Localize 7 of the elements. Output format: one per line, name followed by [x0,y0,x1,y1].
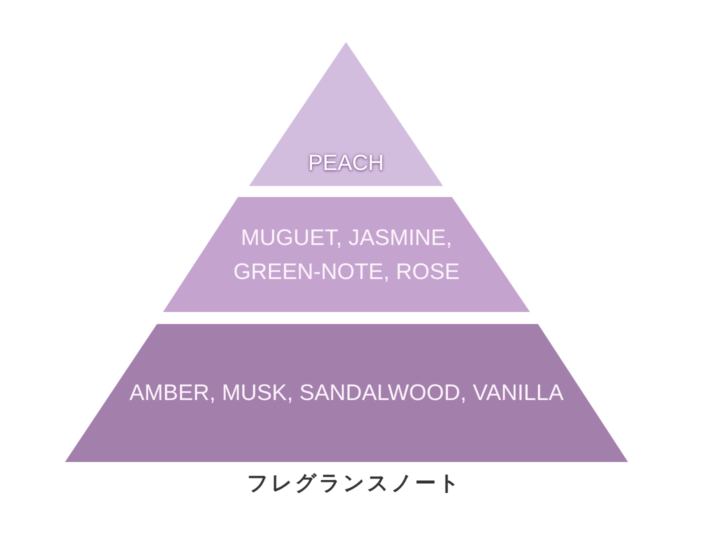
tier-label: PEACH [308,149,384,177]
pyramid-tier [65,324,628,462]
pyramid-tier [163,197,530,312]
tier-label: AMBER, MUSK, SANDALWOOD, VANILLA [129,379,564,407]
tier-label: MUGUET, JASMINE, GREEN-NOTE, ROSE [232,224,461,286]
caption: フレグランスノート [246,471,462,497]
pyramid-tier [249,42,443,186]
